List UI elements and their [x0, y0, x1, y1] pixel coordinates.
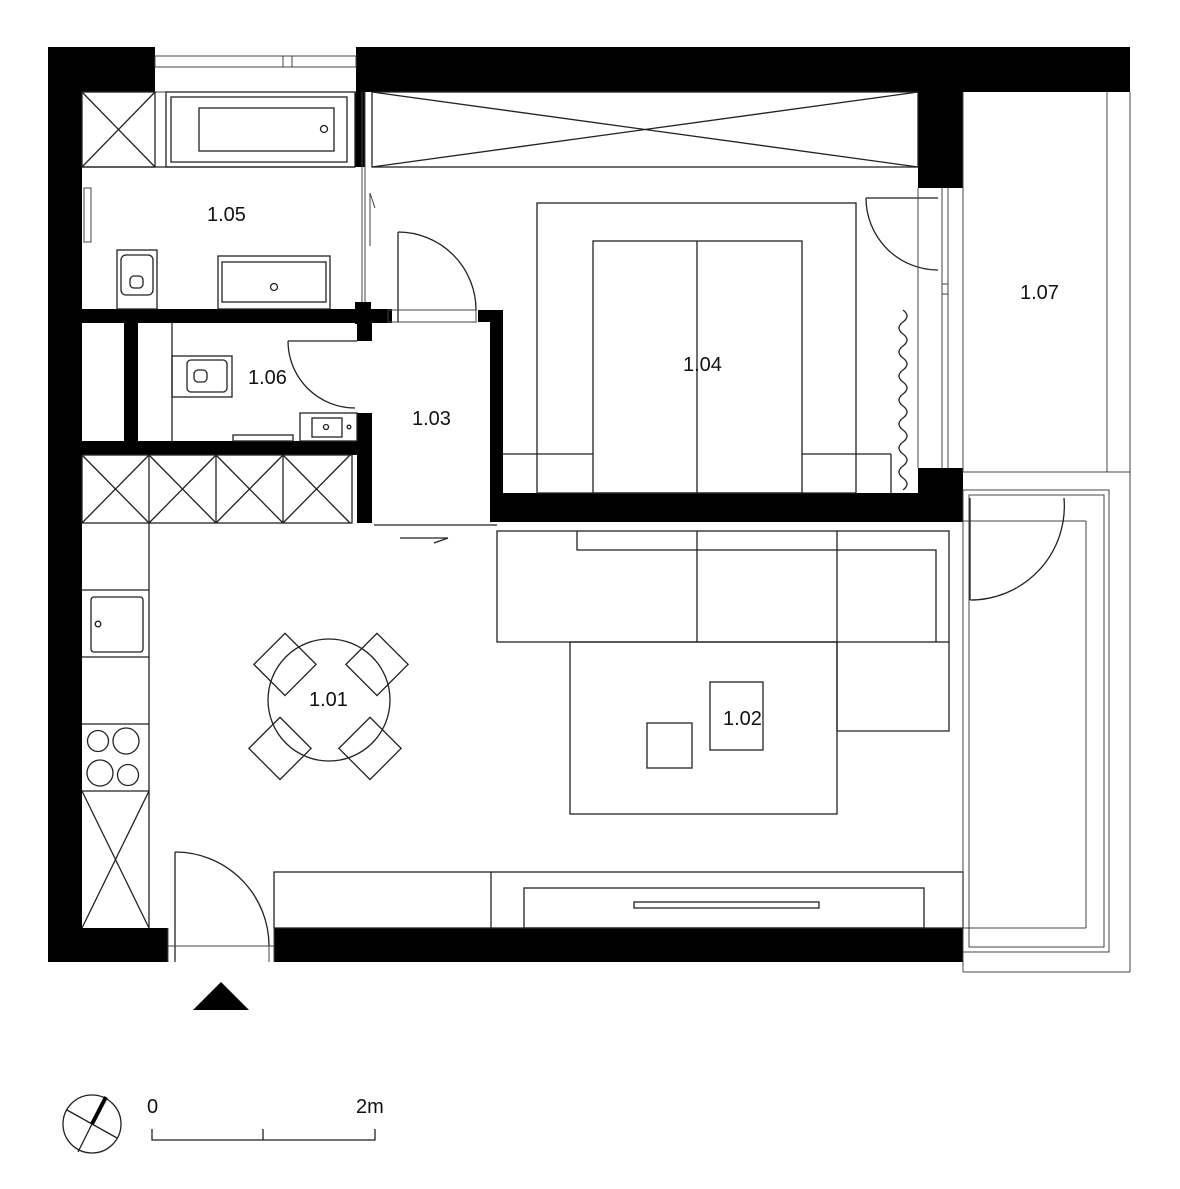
- sink-icon: [299, 412, 358, 442]
- entrance-arrow-icon: [193, 982, 249, 1010]
- bathroom-window: [154, 55, 357, 93]
- balcony-door-icon: [865, 188, 949, 468]
- room-label-1-03: 1.03: [412, 408, 451, 430]
- wc-fixtures: [171, 323, 358, 442]
- room-label-1-04: 1.04: [683, 354, 722, 376]
- room-label-1-07: 1.07: [1020, 282, 1059, 304]
- terrace-window: [962, 489, 1130, 973]
- toilet-icon: [171, 355, 233, 398]
- room-label-1-06: 1.06: [248, 367, 287, 389]
- north-arrow-icon: [62, 1094, 122, 1154]
- toilet-icon: [116, 249, 158, 310]
- kitchen-upper-cabinets: [81, 454, 353, 524]
- wardrobe-top: [371, 91, 919, 168]
- entrance-door-icon: [167, 851, 275, 962]
- sink-icon: [217, 255, 331, 310]
- side-table-icon: [646, 722, 693, 769]
- towel-radiator-icon: [83, 187, 92, 243]
- fridge-icon: [81, 790, 150, 929]
- scale-start-label: 0: [147, 1096, 158, 1118]
- room-label-1-01: 1.01: [309, 689, 348, 711]
- kitchen-counter: [81, 523, 150, 929]
- door-swing-icon: [387, 231, 477, 323]
- dining-table-icon: [247, 632, 410, 781]
- walls: [48, 47, 1130, 962]
- rug: [569, 641, 838, 815]
- tv-sideboard-icon: [273, 871, 964, 929]
- stove-icon: [86, 727, 140, 787]
- room-label-1-05: 1.05: [207, 204, 246, 226]
- bedroom-fixtures: [387, 188, 949, 494]
- loggia: [962, 92, 1131, 972]
- kitchen-sink-icon: [90, 596, 144, 653]
- scale-bar: 0 2m: [147, 1096, 384, 1141]
- scale-end-label: 2m: [356, 1096, 384, 1118]
- bathroom-fixtures: [81, 91, 376, 310]
- bathtub-icon: [165, 91, 356, 168]
- bed-icon: [503, 202, 892, 494]
- curtain-icon: [898, 309, 908, 491]
- coffee-table-icon: [709, 681, 764, 751]
- sliding-door-icon: [361, 92, 376, 302]
- sliding-door-icon: [374, 524, 497, 544]
- room-label-1-02: 1.02: [723, 708, 762, 730]
- sofa-icon: [496, 530, 950, 732]
- door-swing-icon: [287, 340, 357, 409]
